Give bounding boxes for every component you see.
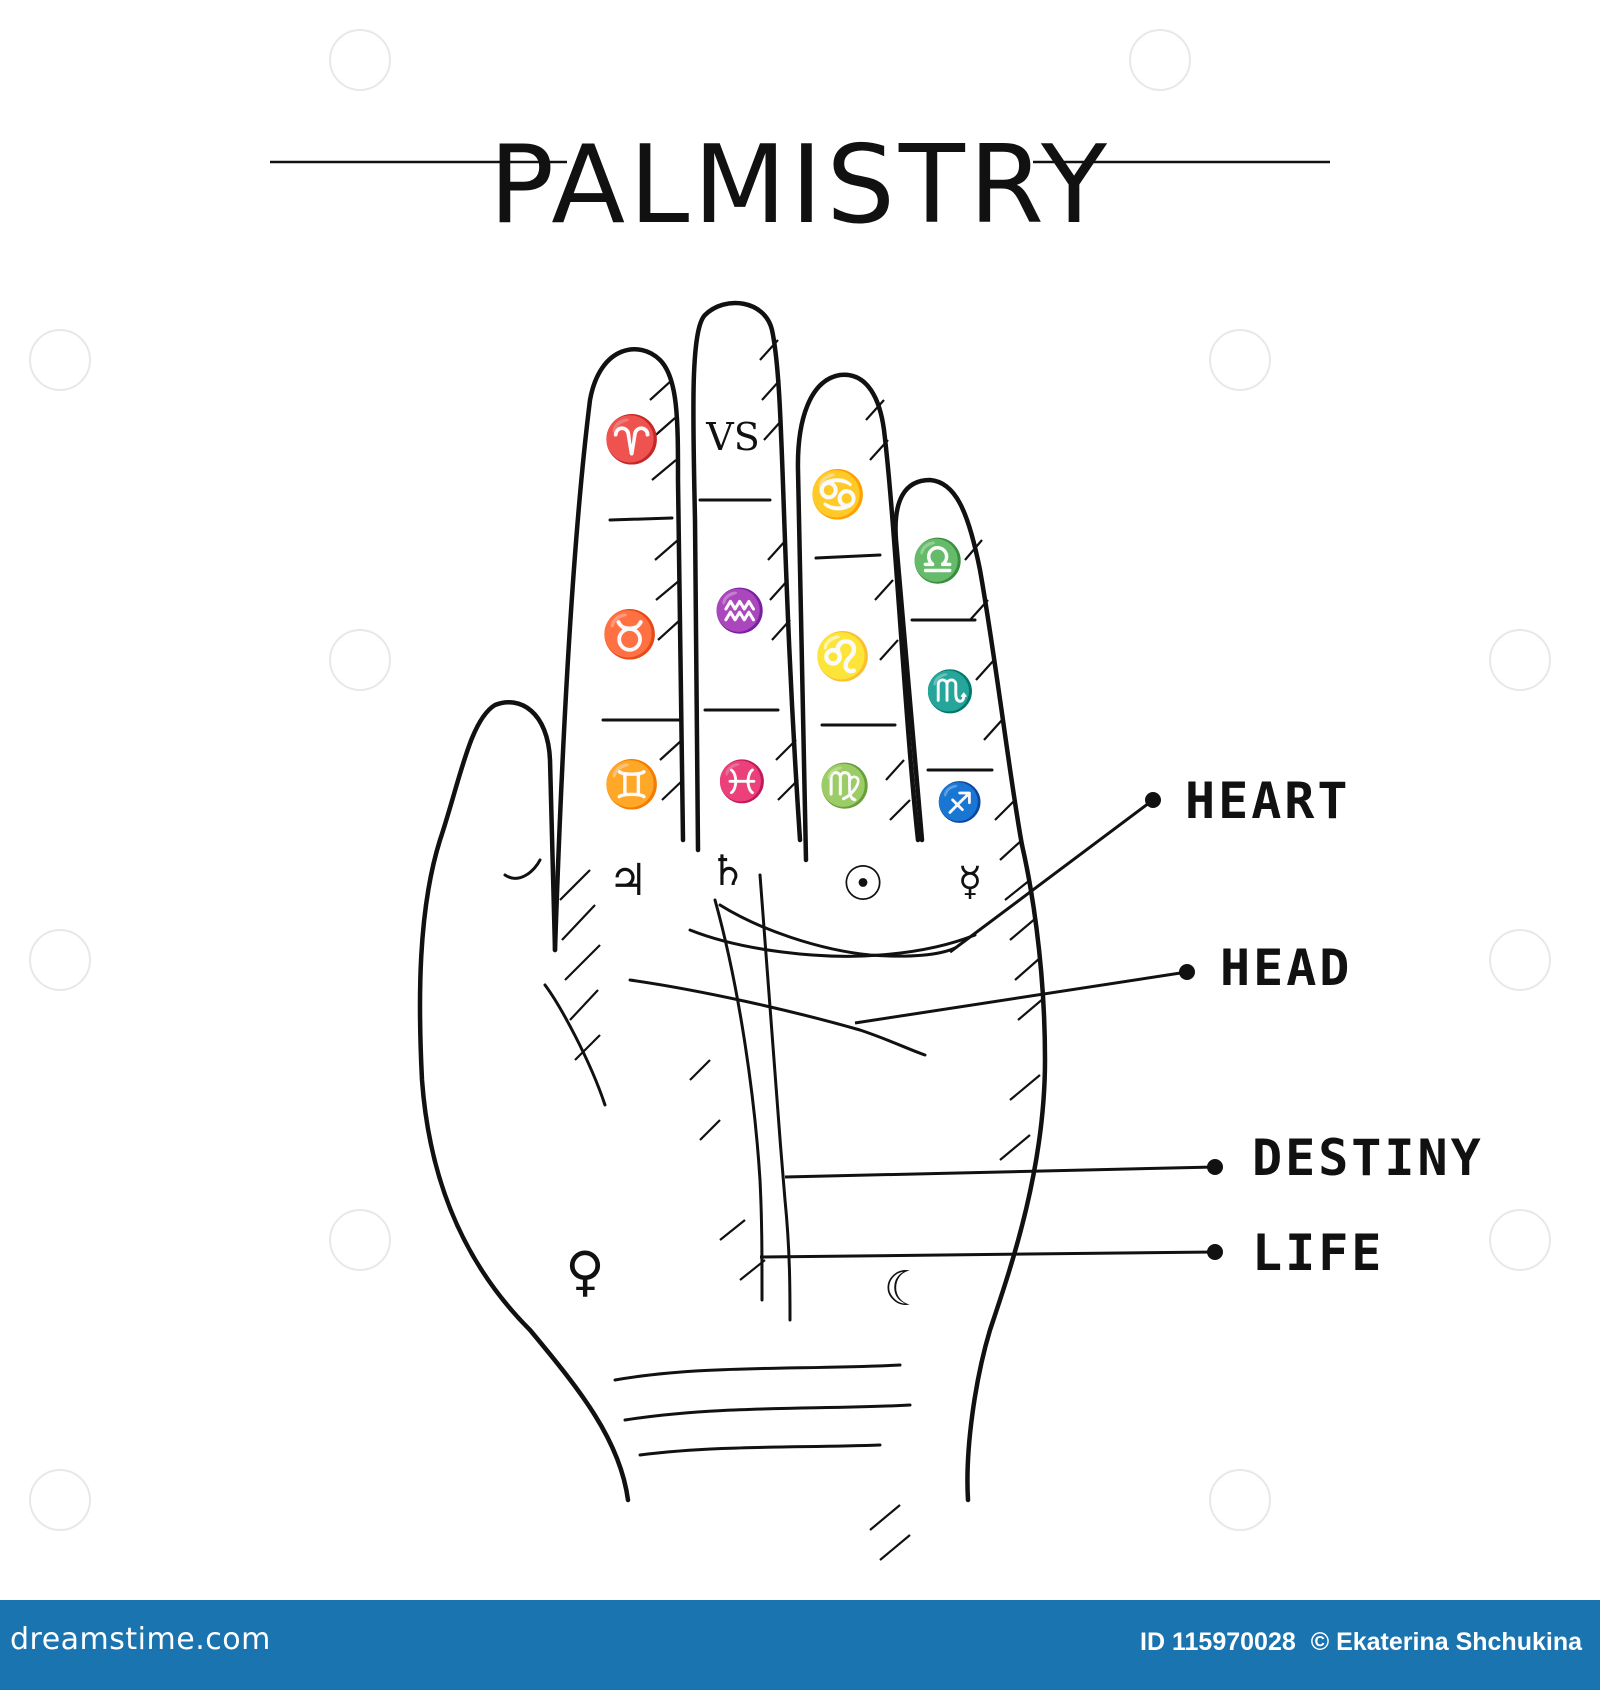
heart-line bbox=[718, 903, 957, 958]
wrist-line-3 bbox=[638, 1443, 882, 1457]
destiny-dot bbox=[1207, 1159, 1223, 1175]
life-line bbox=[713, 898, 764, 1302]
thumb-inner bbox=[543, 983, 607, 1107]
head-leader bbox=[854, 970, 1188, 1025]
heart-dot bbox=[1145, 792, 1161, 808]
heart-label: HEART bbox=[1185, 772, 1351, 830]
destiny-line bbox=[758, 873, 792, 1322]
aries-sign: ♈ bbox=[603, 412, 660, 466]
leo-sign: ♌ bbox=[814, 629, 871, 683]
image-id: ID 115970028 bbox=[1140, 1628, 1296, 1656]
hand-outline bbox=[417, 300, 1048, 1503]
thumb-crease bbox=[503, 858, 542, 880]
venus-symbol: ♀ bbox=[565, 1240, 604, 1303]
moon-symbol: ☾ bbox=[883, 1261, 926, 1317]
footer-credit: ID 115970028 © Ekaterina Shchukina bbox=[1132, 1628, 1582, 1657]
scorpio-sign: ♏ bbox=[925, 668, 975, 715]
destiny-label: DESTINY bbox=[1252, 1129, 1484, 1187]
footer-bar: dreamstime.com ID 115970028 © Ekaterina … bbox=[0, 1600, 1600, 1690]
saturn-symbol: ♄ bbox=[709, 846, 747, 895]
destiny-leader bbox=[784, 1165, 1216, 1179]
capricorn-sign: VS bbox=[705, 415, 759, 459]
cancer-sign: ♋ bbox=[809, 467, 866, 521]
footer-logo[interactable]: dreamstime.com bbox=[10, 1622, 271, 1657]
palmistry-illustration: PALMISTRY bbox=[29, 29, 1551, 1561]
taurus-sign: ♉ bbox=[601, 607, 658, 661]
author-credit: © Ekaterina Shchukina bbox=[1310, 1628, 1582, 1656]
zodiac-signs: ♈ VS ♋ ♎ ♉ ♒ ♌ ♏ ♊ ♓ ♍ ♐ bbox=[601, 412, 983, 824]
index-finger-outline bbox=[552, 347, 686, 953]
wrist-line-1 bbox=[613, 1363, 902, 1382]
pisces-sign: ♓ bbox=[717, 758, 767, 805]
watermark-pattern bbox=[29, 29, 1551, 1531]
shading-hatch bbox=[559, 339, 1045, 1561]
gemini-sign: ♊ bbox=[603, 757, 660, 811]
finger-base-curve bbox=[688, 928, 977, 958]
page-title: PALMISTRY bbox=[489, 123, 1111, 248]
palm-right-outline bbox=[965, 842, 1048, 1503]
life-leader bbox=[759, 1250, 1216, 1259]
callouts bbox=[759, 792, 1223, 1260]
wrist-line-2 bbox=[623, 1403, 912, 1422]
jupiter-symbol: ♃ bbox=[608, 855, 647, 906]
libra-sign: ♎ bbox=[912, 536, 964, 585]
mercury-symbol: ☿ bbox=[958, 859, 983, 905]
sun-symbol: ☉ bbox=[841, 856, 884, 912]
head-label: HEAD bbox=[1220, 939, 1352, 997]
head-dot bbox=[1179, 964, 1195, 980]
life-label: LIFE bbox=[1252, 1224, 1384, 1282]
virgo-sign: ♍ bbox=[819, 761, 871, 810]
ring-finger-outline bbox=[795, 372, 921, 863]
middle-finger-outline bbox=[691, 300, 803, 853]
aquarius-sign: ♒ bbox=[714, 586, 766, 635]
life-dot bbox=[1207, 1244, 1223, 1260]
palm-lines bbox=[613, 873, 957, 1457]
thumb-outline bbox=[417, 700, 631, 1503]
sagittarius-sign: ♐ bbox=[936, 780, 983, 824]
pinky-outline bbox=[893, 477, 1025, 848]
heart-leader bbox=[949, 798, 1154, 954]
finger-joints bbox=[601, 498, 994, 772]
planet-symbols: ♃ ♄ ☉ ☿ ♀ ☾ bbox=[565, 846, 982, 1317]
head-line bbox=[628, 978, 927, 1057]
